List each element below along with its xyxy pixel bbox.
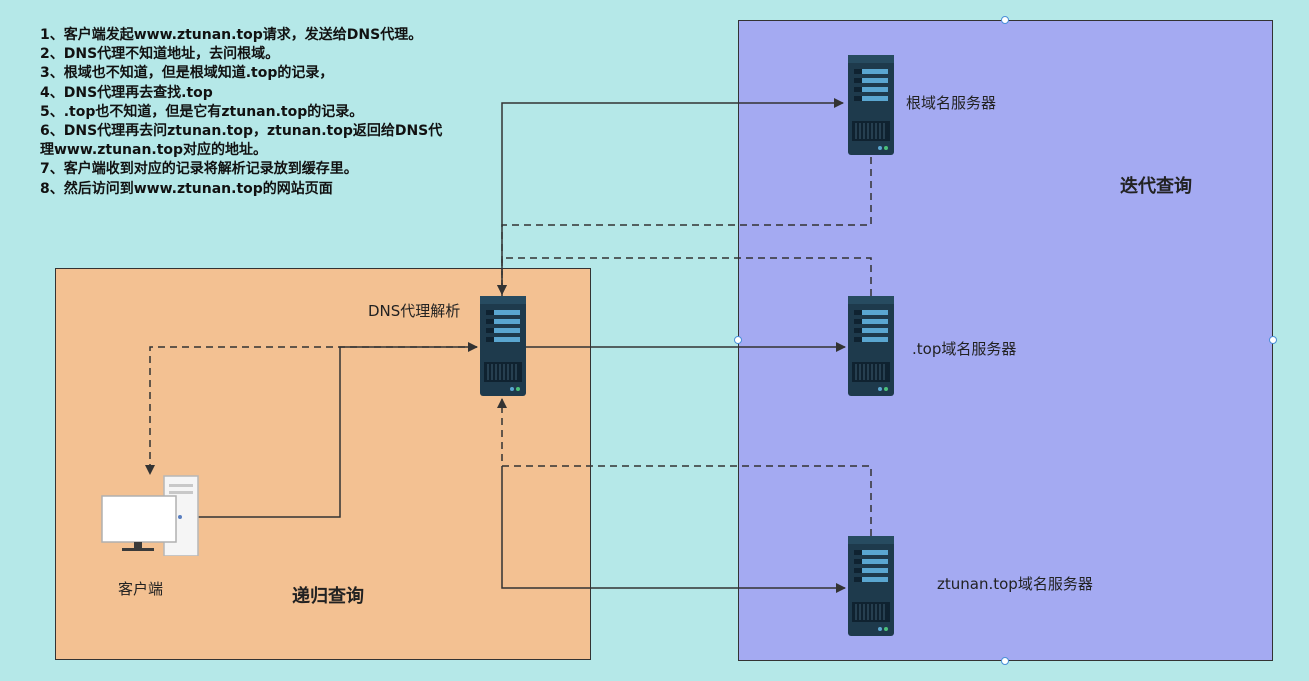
top-server-label: .top域名服务器 <box>912 340 1017 358</box>
recursive-query-label: 递归查询 <box>292 586 364 607</box>
top-server-icon <box>848 296 894 396</box>
ztunan-server-label: ztunan.top域名服务器 <box>937 575 1093 593</box>
desktop-computer-icon <box>100 474 200 560</box>
resize-handle-bottom[interactable] <box>1001 657 1009 665</box>
note-4: 4、DNS代理再去查找.top <box>40 84 213 101</box>
proxy-to-root-arrow <box>501 98 844 296</box>
ztunan-to-proxy-arrow <box>497 398 872 536</box>
note-1: 1、客户端发起www.ztunan.top请求，发送给DNS代理。 <box>40 27 423 43</box>
note-7: 7、客户端收到对应的记录将解析记录放到缓存里。 <box>40 161 358 178</box>
root-server-icon <box>848 55 894 155</box>
note-5: 5、.top也不知道，但是它有ztunan.top的记录。 <box>40 103 364 120</box>
resize-handle-left[interactable] <box>734 336 742 344</box>
note-3: 3、根域也不知道，但是根域知道.top的记录， <box>40 65 334 82</box>
dns-proxy-label: DNS代理解析 <box>368 302 461 320</box>
note-6: 6、DNS代理再去问ztunan.top，ztunan.top返回给DNS代 <box>40 123 443 140</box>
proxy-to-ztunan-arrow <box>501 466 846 593</box>
note-2: 2、DNS代理不知道地址，去问根域。 <box>40 46 280 63</box>
top-to-proxy-arrow <box>497 257 872 296</box>
root-to-proxy-arrow <box>497 157 872 295</box>
resize-handle-right[interactable] <box>1269 336 1277 344</box>
root-server-label: 根域名服务器 <box>906 94 997 112</box>
note-8: 8、然后访问到www.ztunan.top的网站页面 <box>40 180 333 197</box>
note-6-continued: 理www.ztunan.top对应的地址。 <box>40 142 268 159</box>
resize-handle-top[interactable] <box>1001 16 1009 24</box>
steps-notes: 1、客户端发起www.ztunan.top请求，发送给DNS代理。 2、DNS代… <box>40 26 500 199</box>
dns-proxy-server-icon <box>480 296 526 396</box>
iterative-query-label: 迭代查询 <box>1120 176 1192 197</box>
client-to-proxy-arrow <box>198 342 478 518</box>
client-label: 客户端 <box>118 580 164 598</box>
ztunan-server-icon <box>848 536 894 636</box>
proxy-to-client-arrow <box>145 346 477 475</box>
